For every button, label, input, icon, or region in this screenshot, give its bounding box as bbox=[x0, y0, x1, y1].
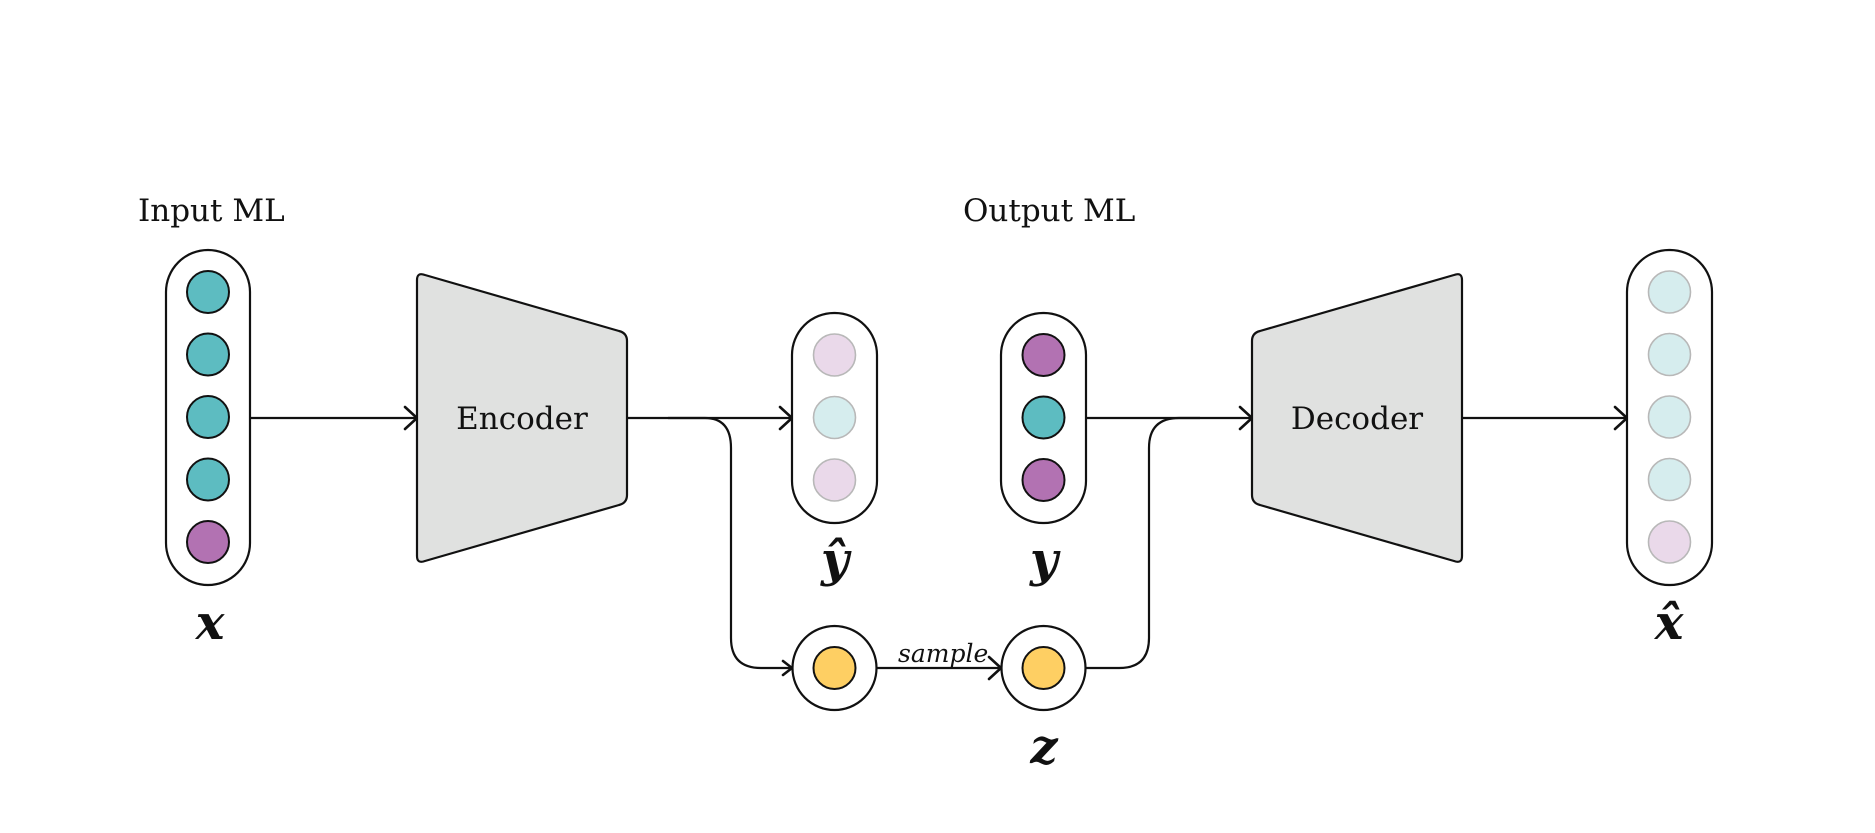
latent-params-node bbox=[791, 624, 878, 712]
node-x-1 bbox=[186, 270, 230, 314]
node-y-3 bbox=[1021, 458, 1066, 502]
node-z-1 bbox=[1021, 646, 1066, 690]
connectors bbox=[250, 416, 1627, 670]
reconstructed-vector-x-hat bbox=[1625, 248, 1714, 587]
node-y-hat-1 bbox=[812, 333, 857, 377]
encoder-to-zhat-path bbox=[668, 416, 792, 670]
node-y-1 bbox=[1021, 333, 1066, 377]
node-z-hat-1 bbox=[812, 646, 857, 690]
z-to-decoder-path bbox=[1086, 416, 1200, 670]
encoder-block bbox=[415, 273, 629, 563]
node-x-hat-5 bbox=[1647, 520, 1692, 564]
output-ml-heading: Output ML bbox=[963, 193, 1135, 229]
node-x-hat-4 bbox=[1647, 457, 1692, 502]
node-x-hat-3 bbox=[1647, 395, 1692, 439]
latent-vector-z bbox=[1000, 624, 1087, 712]
node-x-5 bbox=[186, 520, 230, 564]
label-x-hat: x̂ bbox=[1654, 595, 1685, 651]
predicted-label-vector-y-hat bbox=[790, 311, 879, 525]
label-y: y bbox=[1029, 532, 1061, 588]
input-vector-x bbox=[164, 248, 252, 587]
label-x: x bbox=[195, 595, 226, 651]
decoder-label: Decoder bbox=[1291, 401, 1423, 437]
label-y-hat: ŷ bbox=[820, 532, 852, 588]
node-y-hat-3 bbox=[812, 458, 857, 502]
node-x-hat-2 bbox=[1647, 332, 1692, 377]
label-z: z bbox=[1029, 719, 1059, 775]
node-x-2 bbox=[186, 332, 230, 377]
encoder-label: Encoder bbox=[456, 401, 588, 437]
node-x-hat-1 bbox=[1647, 270, 1692, 314]
node-x-4 bbox=[186, 457, 230, 502]
sample-label: sample bbox=[898, 639, 988, 668]
node-x-3 bbox=[186, 395, 230, 439]
node-y-hat-2 bbox=[812, 395, 857, 440]
label-vector-y bbox=[999, 311, 1088, 525]
node-y-2 bbox=[1021, 395, 1066, 440]
input-ml-heading: Input ML bbox=[138, 193, 285, 229]
decoder-block bbox=[1250, 273, 1464, 563]
